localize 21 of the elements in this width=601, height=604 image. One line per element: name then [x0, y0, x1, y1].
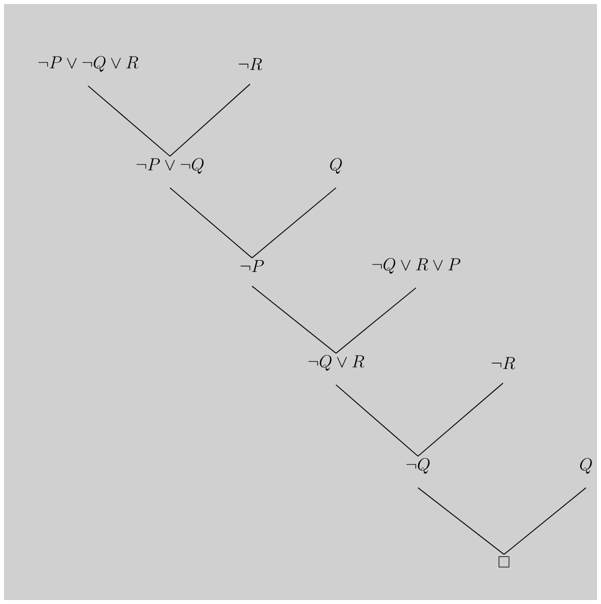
tree-line — [504, 487, 586, 555]
tree-line — [336, 287, 416, 354]
formula-label: $\neg Q$ — [406, 458, 430, 474]
tree-line — [252, 187, 336, 258]
formula-label: $\neg Q \vee R$ — [308, 355, 364, 371]
tree-line — [170, 84, 250, 157]
formula-label: $\neg R$ — [492, 357, 516, 370]
formula-label: $\neg P$ — [240, 260, 264, 272]
formula-label: $\square$ — [498, 556, 510, 568]
formula-label: $Q$ — [330, 158, 342, 174]
formula-label: $\neg P \vee \neg Q$ — [136, 158, 204, 174]
tree-line — [252, 286, 336, 354]
formula-label: $\neg P \vee \neg Q \vee R$ — [38, 56, 138, 72]
formula-label: $\neg R$ — [238, 58, 262, 70]
tree-line — [88, 85, 170, 157]
tree-line — [336, 384, 418, 457]
formula-label: $\neg Q \vee R \vee P$ — [372, 258, 460, 274]
tree-line — [418, 487, 504, 555]
formula-label: $Q$ — [580, 458, 592, 474]
tree-line — [418, 382, 504, 457]
tree-line — [170, 187, 252, 258]
